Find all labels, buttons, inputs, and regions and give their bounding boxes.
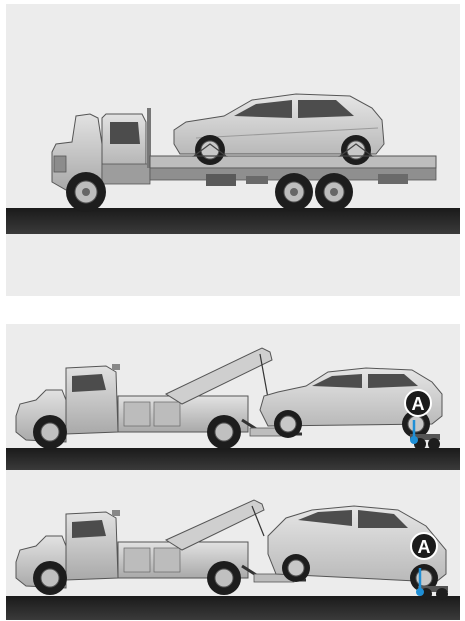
flatbed-towing-illustration [6, 4, 460, 296]
wheel-lift-towing-illustration-2: A [6, 470, 460, 620]
car-wheel-front [195, 135, 225, 165]
wheel-lift-scene-1: A [6, 324, 460, 470]
ground-strip [6, 448, 460, 470]
callout-a-label: A [418, 537, 431, 557]
car-on-flatbed [174, 94, 384, 165]
flatbed-scene [6, 4, 460, 296]
ground-strip [6, 208, 460, 234]
truck-wheel-rear-2 [315, 173, 353, 211]
wheel-lift-scene-2: A [6, 470, 460, 620]
callout-a-badge: A [405, 390, 431, 416]
wheel-lift-truck [16, 500, 306, 595]
ground-strip [6, 596, 460, 620]
car-wheel-rear [341, 135, 371, 165]
callout-a-label: A [412, 394, 425, 414]
wheel-lift-towing-illustration-1: A [6, 324, 460, 470]
truck-wheel-rear-1 [275, 173, 313, 211]
truck-wheel-front [66, 172, 106, 212]
callout-a-badge: A [411, 533, 437, 559]
wheel-lift-truck [16, 348, 302, 449]
